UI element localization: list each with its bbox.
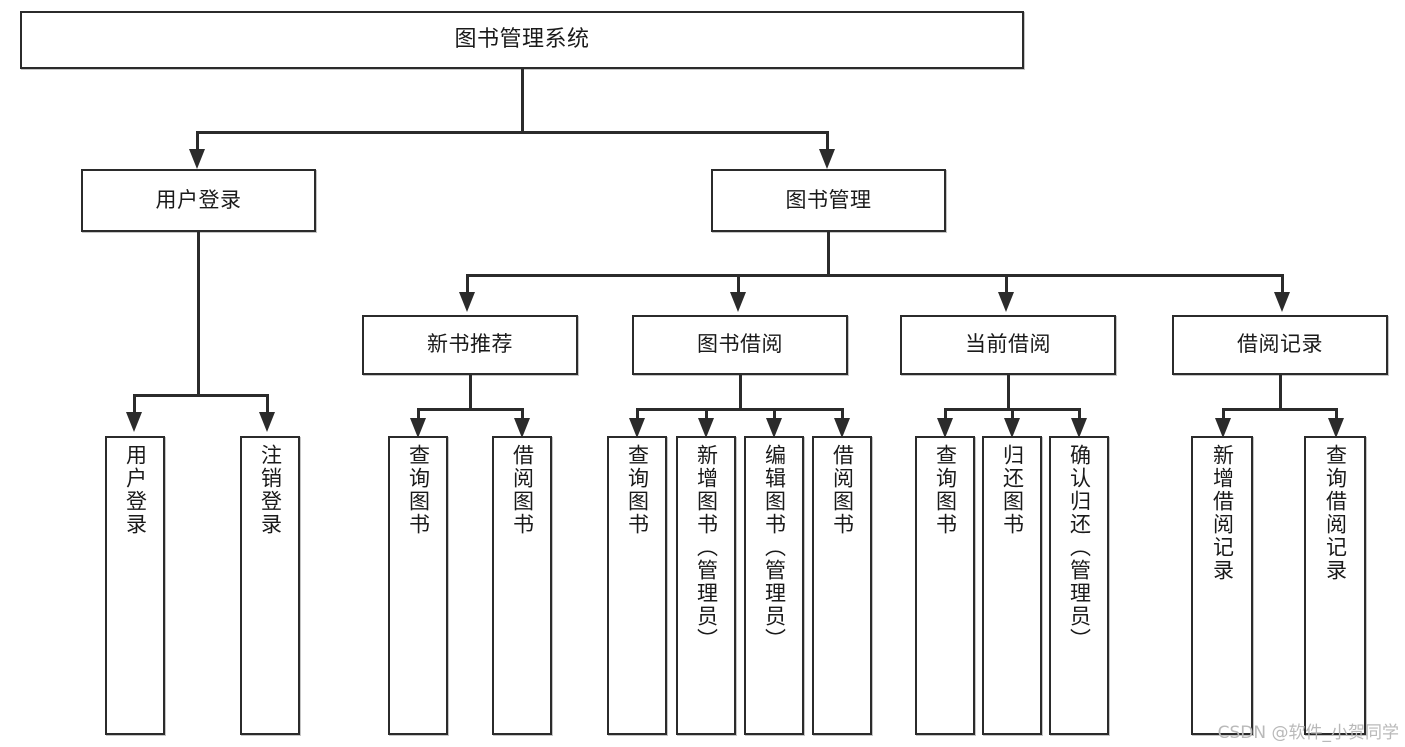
node-label: 借阅图书 <box>510 444 535 536</box>
edge-root-drop-right <box>826 131 829 153</box>
leaf-query-book-1[interactable]: 查询图书 <box>388 436 448 735</box>
node-label: 新增借阅记录 <box>1210 444 1235 582</box>
node-label: 新书推荐 <box>427 332 513 357</box>
leaf-add-book[interactable]: 新增图书（管理员） <box>676 436 736 735</box>
edge-nbr-drop-1 <box>417 408 420 422</box>
node-label: 图书借阅 <box>697 332 783 357</box>
arrow-to-leaf-query-book-3 <box>937 418 953 438</box>
edge-cb-drop-2 <box>1011 408 1014 422</box>
node-label: 归还图书 <box>1000 444 1025 536</box>
leaf-add-borrow-record[interactable]: 新增借阅记录 <box>1191 436 1253 735</box>
node-new-book-recommend[interactable]: 新书推荐 <box>362 315 578 375</box>
arrow-to-leaf-borrow-book-1 <box>514 418 530 438</box>
node-label: 查询图书 <box>625 444 650 536</box>
arrow-to-leaf-edit-book <box>766 418 782 438</box>
edge-nbr-drop-2 <box>521 408 524 422</box>
arrow-to-leaf-borrow-book-2 <box>834 418 850 438</box>
node-book-borrow[interactable]: 图书借阅 <box>632 315 848 375</box>
edge-bb-stem <box>739 375 742 411</box>
arrow-to-leaf-logout <box>259 412 275 432</box>
arrow-to-leaf-confirm-return <box>1071 418 1087 438</box>
edge-bb-drop-1 <box>636 408 639 422</box>
arrow-to-leaf-query-book-1 <box>410 418 426 438</box>
arrow-to-leaf-user-login <box>126 412 142 432</box>
leaf-query-book-2[interactable]: 查询图书 <box>607 436 667 735</box>
node-label: 图书管理系统 <box>454 26 590 52</box>
node-label: 图书管理 <box>785 187 872 212</box>
node-user-login[interactable]: 用户登录 <box>81 169 316 232</box>
edge-bm-drop-2 <box>737 274 740 296</box>
arrow-to-leaf-add-book <box>698 418 714 438</box>
node-label: 确认归还（管理员） <box>1067 444 1092 651</box>
leaf-logout[interactable]: 注销登录 <box>240 436 300 735</box>
node-label: 编辑图书（管理员） <box>762 444 787 651</box>
arrow-to-leaf-add-record <box>1215 418 1231 438</box>
arrow-to-current-borrow <box>998 292 1014 312</box>
leaf-borrow-book-1[interactable]: 借阅图书 <box>492 436 552 735</box>
edge-bm-drop-4 <box>1281 274 1284 296</box>
edge-bb-bus <box>636 408 844 411</box>
edge-bb-drop-4 <box>841 408 844 422</box>
arrow-to-book-borrow <box>730 292 746 312</box>
edge-user-login-stem <box>197 232 200 396</box>
edge-root-stem <box>521 69 524 133</box>
node-label: 新增图书（管理员） <box>694 444 719 651</box>
leaf-return-book[interactable]: 归还图书 <box>982 436 1042 735</box>
leaf-confirm-return[interactable]: 确认归还（管理员） <box>1049 436 1109 735</box>
edge-bb-drop-2 <box>705 408 708 422</box>
arrow-to-leaf-query-book-2 <box>629 418 645 438</box>
edge-user-login-drop-1 <box>133 394 136 416</box>
edge-book-manage-bus <box>466 274 1284 277</box>
edge-nbr-stem <box>469 375 472 411</box>
edge-bm-drop-3 <box>1005 274 1008 296</box>
node-label: 用户登录 <box>155 187 242 212</box>
edge-root-drop-left <box>196 131 199 153</box>
arrow-to-leaf-query-record <box>1328 418 1344 438</box>
arrow-to-borrow-record <box>1274 292 1290 312</box>
edge-user-login-bus <box>133 394 269 397</box>
node-label: 当前借阅 <box>965 332 1051 357</box>
leaf-query-borrow-record[interactable]: 查询借阅记录 <box>1304 436 1366 735</box>
leaf-query-book-3[interactable]: 查询图书 <box>915 436 975 735</box>
node-current-borrow[interactable]: 当前借阅 <box>900 315 1116 375</box>
node-label: 注销登录 <box>258 444 283 536</box>
arrow-to-leaf-return-book <box>1004 418 1020 438</box>
edge-user-login-drop-2 <box>266 394 269 416</box>
node-borrow-record[interactable]: 借阅记录 <box>1172 315 1388 375</box>
edge-br-drop-1 <box>1222 408 1225 422</box>
node-root-system[interactable]: 图书管理系统 <box>20 11 1024 69</box>
edge-br-stem <box>1279 375 1282 411</box>
edge-root-bus <box>196 131 826 134</box>
arrow-to-book-manage <box>819 149 835 169</box>
edge-cb-drop-3 <box>1078 408 1081 422</box>
edge-bm-drop-1 <box>466 274 469 296</box>
edge-br-bus <box>1222 408 1338 411</box>
edge-nbr-bus <box>417 408 524 411</box>
leaf-user-login[interactable]: 用户登录 <box>105 436 165 735</box>
node-label: 用户登录 <box>123 444 148 536</box>
edge-cb-stem <box>1007 375 1010 411</box>
node-label: 借阅图书 <box>830 444 855 536</box>
node-label: 借阅记录 <box>1237 332 1323 357</box>
edge-book-manage-stem <box>827 232 830 276</box>
edge-bb-drop-3 <box>773 408 776 422</box>
leaf-edit-book[interactable]: 编辑图书（管理员） <box>744 436 804 735</box>
arrow-to-user-login <box>189 149 205 169</box>
leaf-borrow-book-2[interactable]: 借阅图书 <box>812 436 872 735</box>
csdn-watermark: CSDN @软件_小贺同学 <box>1217 723 1399 743</box>
arrow-to-new-book-rec <box>459 292 475 312</box>
node-label: 查询图书 <box>933 444 958 536</box>
node-label: 查询借阅记录 <box>1323 444 1348 582</box>
edge-br-drop-2 <box>1335 408 1338 422</box>
edge-cb-drop-1 <box>944 408 947 422</box>
node-book-manage[interactable]: 图书管理 <box>711 169 946 232</box>
node-label: 查询图书 <box>406 444 431 536</box>
